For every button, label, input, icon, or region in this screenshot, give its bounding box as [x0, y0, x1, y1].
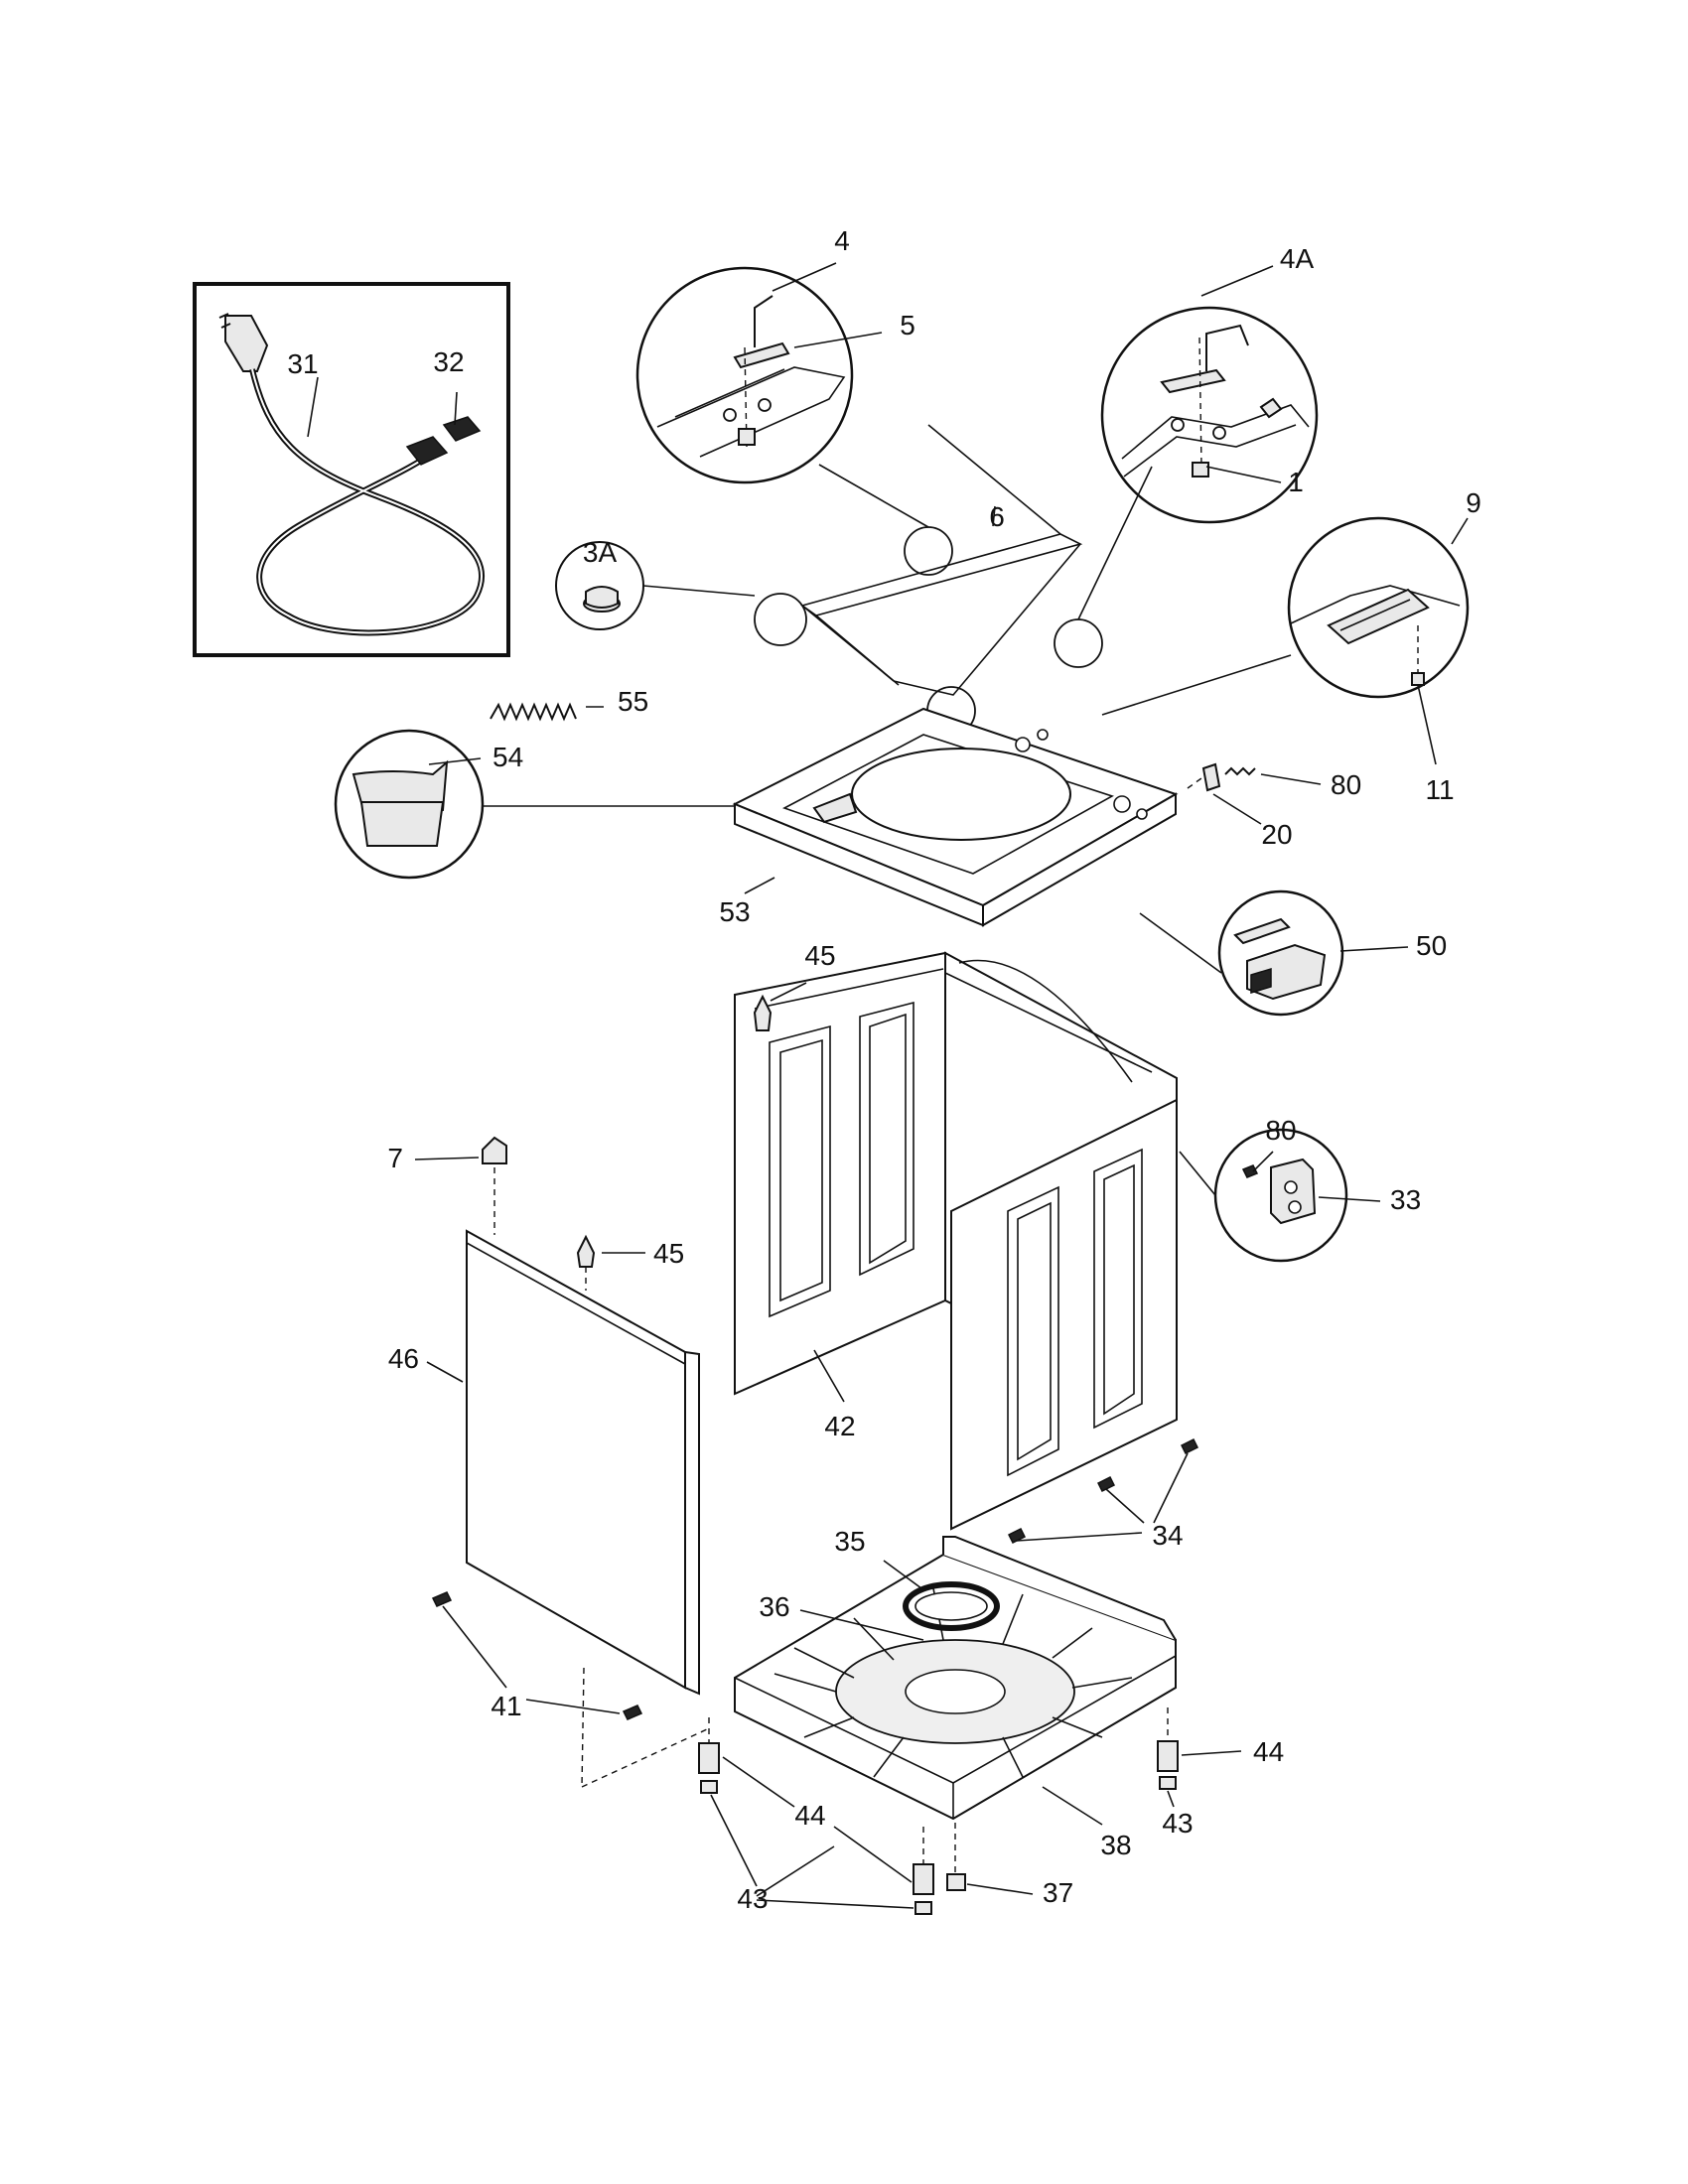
callout-33: 33	[1390, 1184, 1421, 1215]
grommet-top	[753, 994, 773, 1031]
callout-35: 35	[834, 1526, 865, 1557]
callout-42: 46	[388, 1343, 419, 1374]
callout-44-left: 44	[794, 1800, 825, 1831]
callout-36: 36	[759, 1591, 789, 1622]
switch-part	[1187, 762, 1256, 792]
callout-54: 54	[492, 742, 523, 772]
callout-11: 11	[1425, 774, 1454, 805]
hinge-detail-circle-left	[635, 266, 854, 484]
panel-clip	[482, 1136, 507, 1235]
screws-34	[1007, 1437, 1199, 1545]
callout-32: 32	[433, 346, 464, 377]
callout-45-front: 45	[653, 1238, 684, 1269]
callout-7: 7	[387, 1143, 403, 1173]
callout-5: 5	[900, 310, 915, 341]
knob-detail-circle	[555, 541, 644, 630]
dispenser-detail-circle	[334, 729, 485, 880]
callout-43-left: 43	[737, 1883, 768, 1914]
callout-4: 4	[834, 225, 850, 256]
spring-part	[490, 702, 577, 722]
callout-80-top: 80	[1331, 769, 1361, 800]
callout-3a: 3A	[583, 537, 618, 568]
callout-37: 37	[1043, 1877, 1073, 1908]
power-cord-inset	[193, 282, 510, 657]
leveling-legs	[698, 1707, 1179, 1915]
callout-20: 20	[1261, 819, 1292, 850]
callout-38: 38	[1100, 1830, 1131, 1860]
latch-detail-circle	[1287, 516, 1470, 699]
callout-9: 9	[1466, 487, 1481, 518]
lid-switch-detail-circle	[1217, 889, 1344, 1017]
callout-46: 42	[824, 1411, 855, 1441]
callout-45-top: 45	[804, 940, 835, 971]
lid-panel	[754, 424, 1103, 736]
grommet-front	[576, 1234, 596, 1291]
cabinet-body	[734, 951, 1178, 1531]
screws-41	[431, 1591, 708, 1788]
hinge-detail-circle-right	[1100, 306, 1319, 524]
callout-80-side: 80	[1265, 1115, 1296, 1146]
base-frame	[734, 1536, 1177, 1821]
front-panel	[466, 1229, 700, 1696]
callout-1: 1	[1288, 467, 1304, 497]
callout-43-right: 43	[1162, 1808, 1193, 1839]
callout-34: 34	[1152, 1520, 1183, 1551]
pressure-switch-detail-circle	[1213, 1128, 1348, 1263]
callout-44-right: 44	[1253, 1736, 1284, 1767]
callout-50: 50	[1416, 930, 1447, 961]
callout-6: 6	[989, 501, 1005, 532]
callout-31: 31	[287, 348, 318, 379]
callout-41: 41	[491, 1691, 521, 1721]
callout-55: 55	[618, 686, 648, 717]
callout-53: 53	[719, 896, 750, 927]
top-cabinet-panel	[732, 707, 1179, 927]
callout-4a: 4A	[1280, 243, 1315, 274]
